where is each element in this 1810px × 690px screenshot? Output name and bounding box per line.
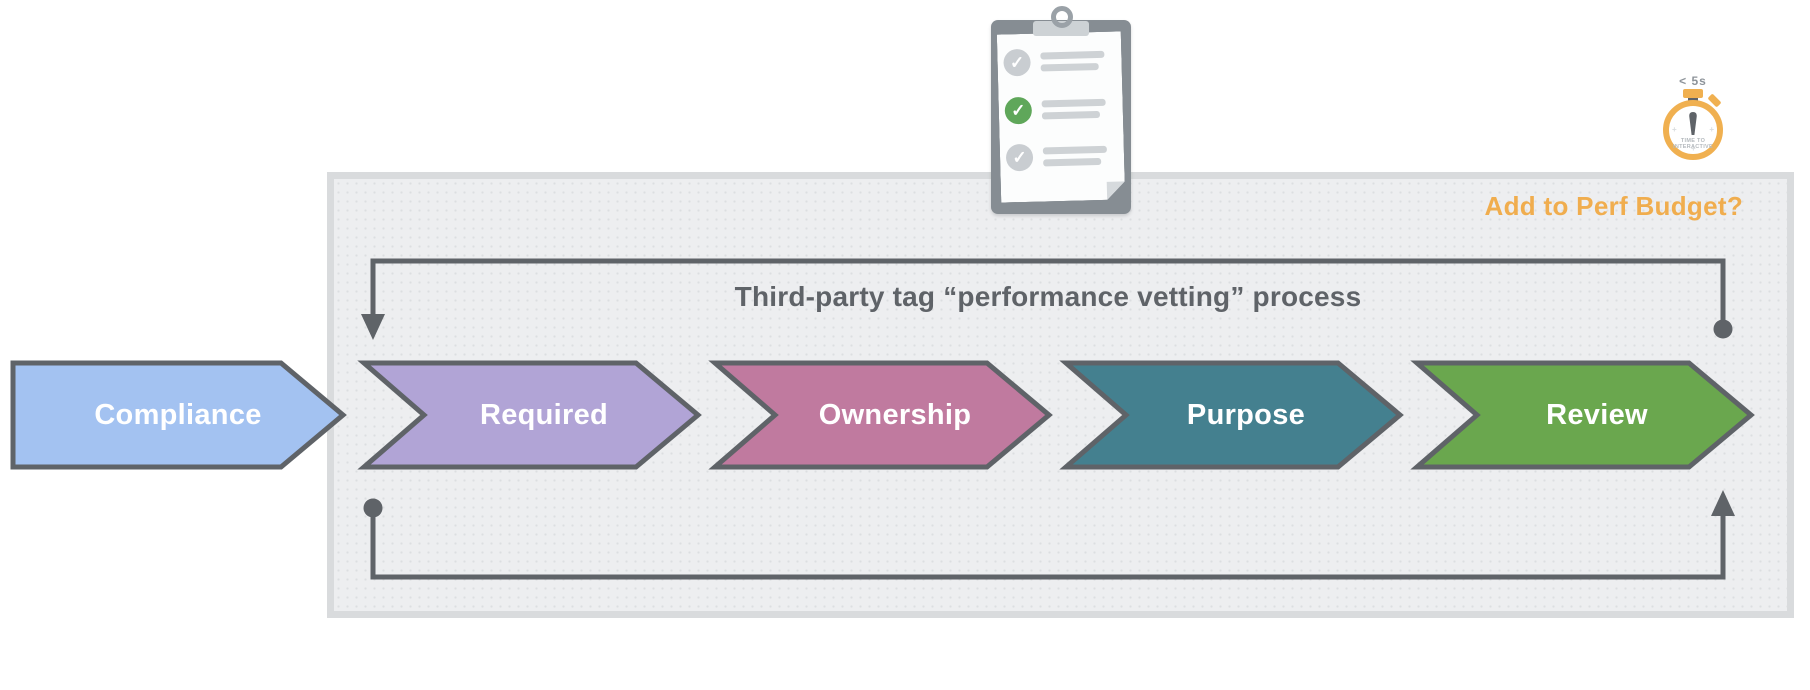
checklist-clipboard-icon: ✓ ✓ ✓	[985, 6, 1137, 214]
timer-stopwatch-icon: < 5s + + + TIME TO INTERACTIVE	[1655, 70, 1731, 170]
text-line-bar	[1040, 51, 1104, 60]
arrowhead-up-icon	[1711, 490, 1735, 516]
stopwatch-caption: TIME TO INTERACTIVE	[1669, 138, 1717, 150]
chevron-step-ownership	[708, 360, 1053, 470]
tick-mark: +	[1691, 144, 1696, 153]
step-label-review: Review	[1546, 399, 1648, 431]
stopwatch-caption-line1: TIME TO	[1680, 138, 1706, 144]
chevron-step-purpose	[1059, 360, 1404, 470]
checklist-row: ✓	[1006, 142, 1108, 172]
stopwatch-needle	[1689, 112, 1697, 135]
checklist-text-lines	[1042, 99, 1106, 120]
paper-fold-corner	[1107, 181, 1125, 199]
checklist-text-lines	[1043, 146, 1107, 167]
step-label-required: Required	[479, 399, 609, 431]
checklist-text-lines	[1040, 51, 1104, 72]
step-label-compliance: Compliance	[94, 399, 262, 431]
connector-line	[370, 508, 1726, 580]
clipboard-ring	[1051, 6, 1073, 28]
step-label-purpose: Purpose	[1186, 399, 1306, 431]
clipboard-clip	[1033, 21, 1089, 36]
chevron-step-compliance	[10, 360, 347, 470]
check-circle-green-icon: ✓	[1004, 97, 1032, 125]
text-line-bar	[1042, 99, 1106, 108]
clipboard-board: ✓ ✓ ✓	[991, 20, 1131, 214]
process-title: Third-party tag “performance vetting” pr…	[734, 281, 1362, 312]
checklist-row: ✓	[1003, 47, 1105, 77]
stopwatch-crown	[1683, 89, 1703, 98]
check-circle-gray-icon: ✓	[1006, 144, 1034, 172]
step-label-ownership: Ownership	[818, 399, 972, 431]
stopwatch-face: + + + TIME TO INTERACTIVE	[1663, 100, 1723, 160]
chevron-step-review	[1410, 360, 1755, 470]
stopwatch-stem	[1688, 95, 1698, 103]
stopwatch-time-label: < 5s	[1679, 74, 1707, 88]
checklist-row: ✓	[1004, 95, 1106, 125]
feedback-connector-top	[361, 258, 1733, 340]
stopwatch-caption-line2: INTERACTIVE	[1673, 144, 1713, 150]
text-line-bar	[1042, 111, 1100, 120]
chevron-step-required	[357, 360, 702, 470]
tick-mark: +	[1672, 125, 1677, 134]
text-line-bar	[1041, 63, 1099, 72]
text-line-bar	[1043, 146, 1107, 155]
connector-line	[370, 258, 1726, 329]
tick-mark: +	[1709, 125, 1714, 134]
forward-connector-bottom	[363, 490, 1735, 580]
text-line-bar	[1043, 158, 1101, 167]
clipboard-paper: ✓ ✓ ✓	[997, 31, 1125, 202]
arrowhead-down-icon	[361, 314, 385, 340]
check-circle-gray-icon: ✓	[1003, 49, 1031, 77]
connector-dot	[1713, 319, 1733, 339]
perf-budget-question: Add to Perf Budget?	[1484, 191, 1743, 221]
